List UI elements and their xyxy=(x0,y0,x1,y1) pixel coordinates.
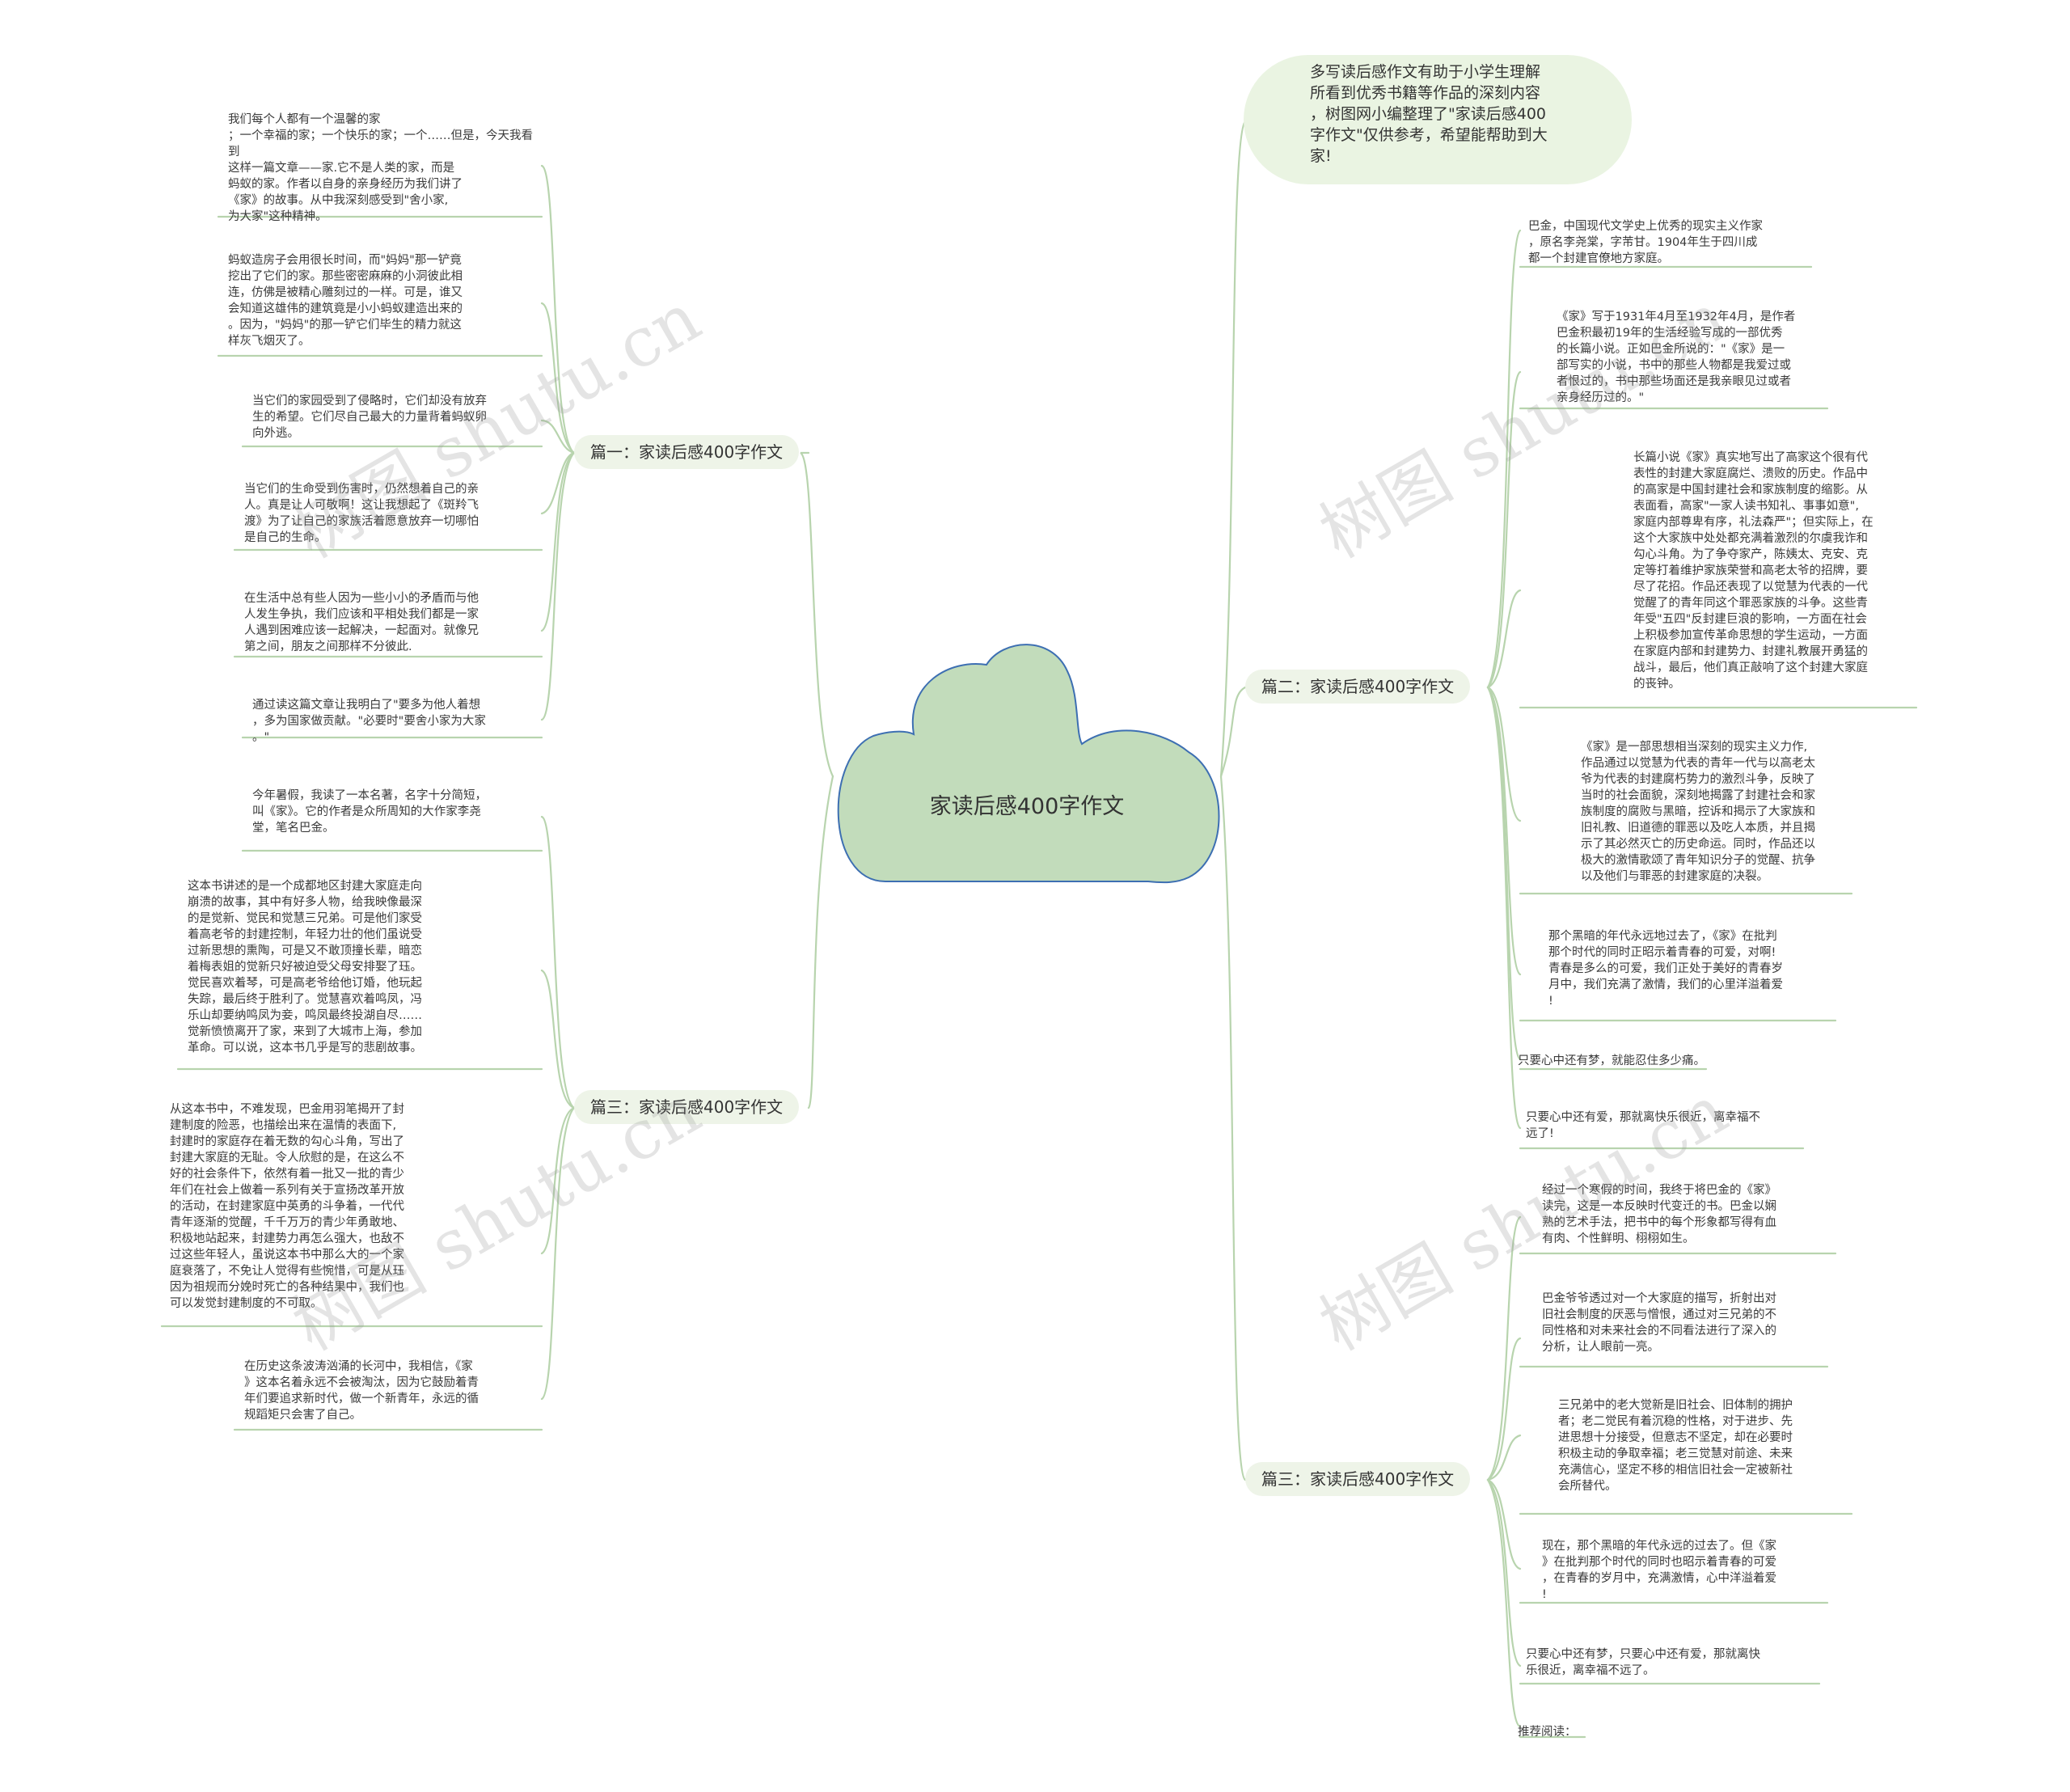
leaf-right3-5: 只要心中还有梦，只要心中还有爱，那就离快 乐很近，离幸福不远了。 xyxy=(1526,1648,1760,1677)
intro-text: 多写读后感作文有助于小学生理解 所看到优秀书籍等作品的深刻内容 ，树图网小编整理… xyxy=(1310,63,1548,165)
leaf-right2-1: 巴金，中国现代文学史上优秀的现实主义作家 ，原名李尧棠，字芾甘。1904年生于四… xyxy=(1528,220,1763,265)
leaf-left1-3: 当它们的家园受到了侵略时，它们却没有放弃 生的希望。它们尽自己最大的力量背着蚂蚁… xyxy=(252,395,487,440)
branch-right-part2[interactable]: 篇二：家读后感400字作文 xyxy=(1245,670,1471,704)
leaf-left1-1: 我们每个人都有一个温馨的家 ；一个幸福的家；一个快乐的家；一个……但是，今天我看… xyxy=(228,113,533,223)
leaf-right3-1: 经过一个寒假的时间，我终于将巴金的《家》 读完，这是一本反映时代变迁的书。巴金以… xyxy=(1542,1184,1776,1245)
root-title[interactable]: 家读后感400字作文 xyxy=(929,794,1125,819)
leaf-left1-2: 蚂蚁造房子会用很长时间，而"妈妈"那一铲竟 挖出了它们的家。那些密密麻麻的小洞彼… xyxy=(228,254,463,348)
branch-left-part1[interactable]: 篇一：家读后感400字作文 xyxy=(574,435,800,469)
leaf-right3-4: 现在，那个黑暗的年代永远的过去了。但《家 》在批判那个时代的同时也昭示着青春的可… xyxy=(1542,1540,1776,1601)
leaf-left3-2: 这本书讲述的是一个成都地区封建大家庭走向 崩溃的故事，其中有好多人物，给我映像最… xyxy=(188,880,422,1054)
leaf-left1-5: 在生活中总有些人因为一些小小的矛盾而与他 人发生争执，我们应该和平相处我们都是一… xyxy=(244,592,479,653)
leaf-right3-6: 推荐阅读： xyxy=(1518,1726,1577,1739)
branch-right-part3[interactable]: 篇三：家读后感400字作文 xyxy=(1245,1462,1471,1496)
leaf-left3-1: 今年暑假，我读了一本名著，名字十分简短， 叫《家》。它的作者是众所周知的大作家李… xyxy=(252,789,487,835)
leaf-left3-3: 从这本书中，不难发现，巴金用羽笔揭开了封 建制度的险恶，也描绘出来在温情的表面下… xyxy=(170,1103,404,1310)
leaf-right2-7: 只要心中还有爱，那就离快乐很近，离幸福不 远了! xyxy=(1526,1111,1760,1140)
leaf-right3-3: 三兄弟中的老大觉新是旧社会、旧体制的拥护 者；老二觉民有着沉稳的性格，对于进步、… xyxy=(1558,1399,1793,1493)
leaf-right2-6: 只要心中还有梦，就能忍住多少痛。 xyxy=(1518,1054,1705,1067)
leaf-left1-4: 当它们的生命受到伤害时，仍然想着自己的亲 人。真是让人可敬啊！这让我想起了《斑羚… xyxy=(244,483,479,544)
intro-bubble xyxy=(1244,55,1632,184)
leaf-left3-4: 在历史这条波涛汹涌的长河中，我相信，《家 》这本名着永远不会被淘汰，因为它鼓励着… xyxy=(244,1360,479,1422)
leaf-right2-3: 长篇小说《家》真实地写出了高家这个很有代 表性的封建大家庭腐烂、溃败的历史。作品… xyxy=(1633,451,1874,691)
leaf-right2-4: 《家》是一部思想相当深刻的现实主义力作, 作品通过以觉慧为代表的青年一代与以高老… xyxy=(1581,741,1815,883)
leaf-right2-5: 那个黑暗的年代永远地过去了，《家》在批判 那个时代的同时正昭示着青春的可爱，对啊… xyxy=(1548,930,1783,1008)
leaf-right3-2: 巴金爷爷透过对一个大家庭的描写，折射出对 旧社会制度的厌恶与憎恨，通过对三兄弟的… xyxy=(1542,1292,1776,1354)
leaf-left1-6: 通过读这篇文章让我明白了"要多为他人着想 ，多为国家做贡献。"必要时"要舍小家为… xyxy=(252,699,486,744)
branch-left-part3[interactable]: 篇三：家读后感400字作文 xyxy=(574,1090,800,1124)
root-cloud-shape xyxy=(837,644,1220,884)
leaf-right2-2: 《家》写于1931年4月至1932年4月，是作者 巴金积最初19年的生活经验写成… xyxy=(1557,311,1796,404)
